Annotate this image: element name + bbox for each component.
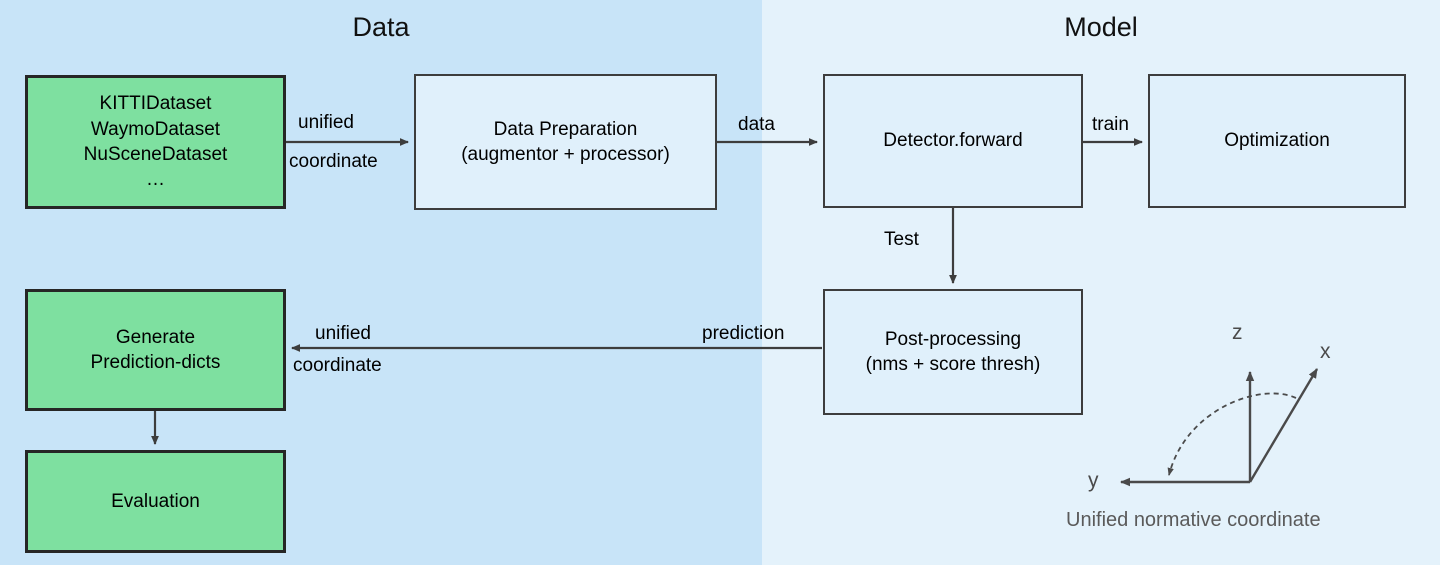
edge-label-coordinate-top: coordinate xyxy=(289,151,378,172)
section-title-data: Data xyxy=(352,12,410,42)
node-optimization[interactable]: Optimization xyxy=(1148,74,1406,208)
axis-label-y: y xyxy=(1088,469,1099,492)
node-post-processing[interactable]: Post-processing (nms + score thresh) xyxy=(823,289,1083,415)
edge-label-unified-bottom: unified xyxy=(315,323,371,344)
node-detector-forward-label: Detector.forward xyxy=(883,130,1023,152)
edge-label-unified-top: unified xyxy=(298,112,354,133)
edge-label-data: data xyxy=(738,114,775,135)
edge-label-test: Test xyxy=(884,229,919,250)
node-detector-forward[interactable]: Detector.forward xyxy=(823,74,1083,208)
node-data-preparation-label: Data Preparation (augmentor + processor) xyxy=(461,118,670,165)
edge-label-prediction: prediction xyxy=(702,323,785,344)
node-datasets-label: KITTIDataset WaymoDataset NuSceneDataset… xyxy=(83,93,228,191)
axis-label-x: x xyxy=(1320,340,1331,363)
node-generate-prediction-dicts[interactable]: Generate Prediction-dicts xyxy=(25,289,286,411)
edge-label-train: train xyxy=(1092,114,1129,135)
axis-label-z: z xyxy=(1232,321,1243,344)
node-data-preparation[interactable]: Data Preparation (augmentor + processor) xyxy=(414,74,717,210)
node-generate-prediction-dicts-label: Generate Prediction-dicts xyxy=(90,326,221,373)
section-title-model: Model xyxy=(1064,12,1138,42)
node-evaluation-label: Evaluation xyxy=(111,490,200,512)
coordinate-frame-caption: Unified normative coordinate xyxy=(1066,509,1321,531)
edge-label-coordinate-bottom: coordinate xyxy=(293,355,382,376)
node-evaluation[interactable]: Evaluation xyxy=(25,450,286,553)
node-post-processing-label: Post-processing (nms + score thresh) xyxy=(865,328,1041,375)
node-datasets[interactable]: KITTIDataset WaymoDataset NuSceneDataset… xyxy=(25,75,286,209)
node-optimization-label: Optimization xyxy=(1224,130,1330,152)
